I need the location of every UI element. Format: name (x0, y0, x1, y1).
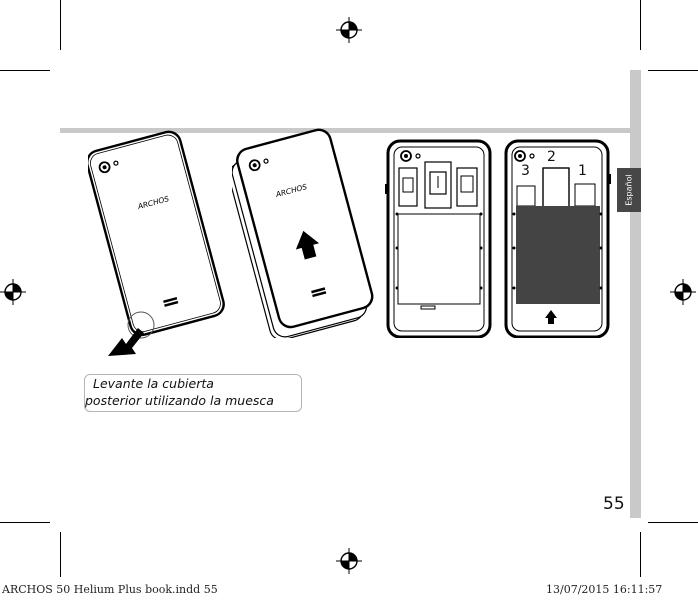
registration-mark-icon (0, 279, 26, 305)
crop-mark (640, 532, 641, 577)
crop-mark (648, 70, 698, 71)
footer-timestamp: 13/07/2015 16:11:57 (546, 583, 663, 596)
crop-mark (640, 0, 641, 50)
page-number: 55 (603, 494, 625, 514)
instruction-caption: Levante la cubierta posterior utilizando… (84, 374, 302, 412)
sim-slot-number-2: 2 (547, 149, 556, 165)
language-tab: Español (617, 168, 641, 212)
phone-cover-slide-illustration: ARCHOS (232, 128, 374, 338)
footer-file-info: ARCHOS 50 Helium Plus book.indd 55 (2, 583, 218, 596)
section-rule (60, 128, 641, 133)
caption-line-1: Levante la cubierta (93, 376, 214, 391)
registration-mark-icon (336, 17, 362, 43)
crop-mark (0, 522, 50, 523)
phone-back-notch-illustration: ARCHOS (88, 130, 225, 356)
sim-slot-number-3: 3 (521, 163, 530, 179)
registration-mark-icon (670, 279, 696, 305)
crop-mark (60, 532, 61, 577)
crop-mark (0, 70, 50, 71)
page-sidebar-bar (630, 70, 641, 518)
caption-line-2: posterior utilizando la muesca (85, 393, 274, 408)
registration-mark-icon (336, 548, 362, 574)
crop-mark (648, 522, 698, 523)
language-tab-label: Español (624, 174, 634, 206)
sim-slot-number-1: 1 (578, 163, 587, 179)
phone-sim-slots-numbered-illustration (504, 139, 611, 338)
phone-open-sim-slots-illustration (385, 139, 492, 338)
crop-mark (60, 0, 61, 50)
